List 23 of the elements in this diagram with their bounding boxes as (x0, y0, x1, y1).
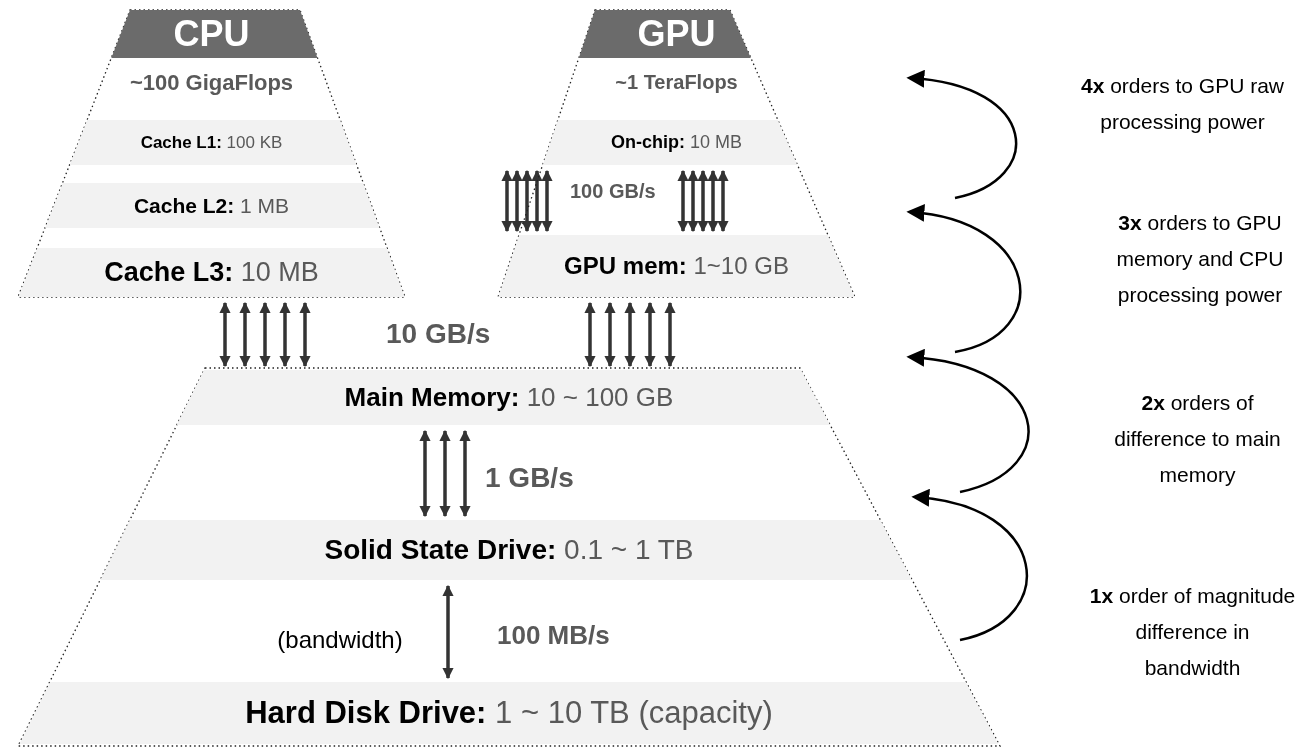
annotation-text: 3x orders to GPU memory and CPU processing power (1115, 210, 1285, 308)
memory-level-text: Cache L2: 1 MB (133, 193, 290, 218)
memory-level-text: Cache L1: 100 KB (140, 132, 283, 153)
processor-title: CPU (173, 13, 250, 55)
arrow-bundle (501, 169, 553, 233)
memory-level-text: Main Memory: 10 ~ 100 GB (344, 382, 674, 413)
memory-level-text: Cache L3: 10 MB (104, 257, 319, 288)
memory-level-text: Hard Disk Drive: 1 ~ 10 TB (capacity) (245, 695, 773, 731)
arrow-bundle (419, 429, 471, 518)
arrow-bundle (584, 301, 676, 368)
annotation-text: 1x order of magnitude difference in bandwidth (1088, 583, 1297, 681)
processor-title: GPU (637, 13, 716, 55)
memory-level-text: GPU mem: 1~10 GB (564, 252, 789, 280)
compute-rate-text: ~1 TeraFlops (615, 71, 738, 94)
arrow-bundle (677, 169, 729, 233)
memory-level-text: On-chip: 10 MB (611, 132, 742, 153)
annotation-text: 4x orders to GPU raw processing power (1079, 73, 1286, 135)
bandwidth-note: (bandwidth) (276, 625, 404, 655)
memory-level-text: Solid State Drive: 0.1 ~ 1 TB (324, 534, 694, 566)
double-arrow (442, 584, 454, 680)
arrow-bundle (219, 301, 311, 368)
annotation-text: 2x orders of difference to main memory (1113, 390, 1282, 488)
compute-rate-text: ~100 GigaFlops (129, 69, 294, 96)
